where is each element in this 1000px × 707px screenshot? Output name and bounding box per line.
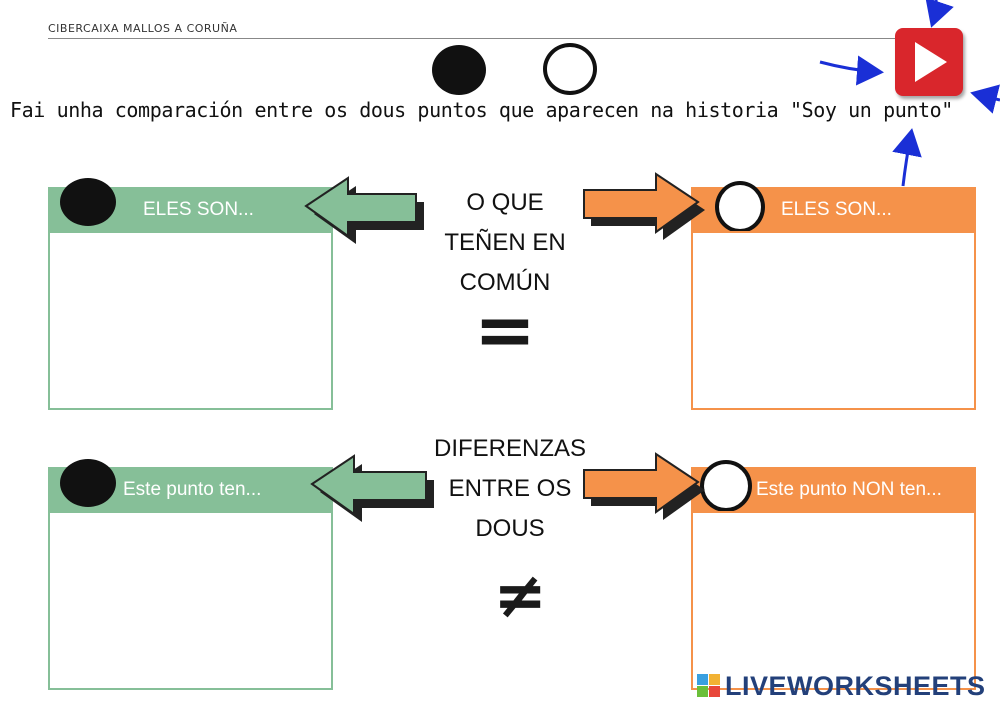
black-dot-icon [60, 459, 116, 507]
not-equal-symbol: ≠ [493, 559, 547, 633]
panel-bottom-right-box[interactable] [691, 511, 976, 690]
play-icon [915, 42, 947, 82]
black-dot-icon [432, 45, 486, 95]
video-play-button[interactable] [895, 28, 963, 96]
panel-top-left-box[interactable] [48, 231, 333, 410]
panel-top-right-box[interactable] [691, 231, 976, 410]
common-heading: O QUE TEÑEN EN COMÚN [444, 189, 566, 296]
instruction-text: Fai unha comparación entre os dous punto… [10, 98, 953, 122]
panel-bottom-left-label: Este punto ten... [123, 479, 262, 500]
panel-top-right-label: ELES SON... [781, 199, 892, 220]
white-dot-icon [543, 43, 597, 95]
differences-heading: DIFERENZAS ENTRE OS DOUS [433, 435, 586, 542]
black-dot-icon [60, 178, 116, 226]
logo-text: LIVEWORKSHEETS [725, 671, 986, 701]
white-dot-icon [700, 460, 752, 512]
green-arrow-left-icon [310, 454, 434, 522]
equals-symbol: = [473, 287, 536, 373]
header-title: CIBERCAIXA MALLOS A CORUÑA [48, 22, 238, 35]
header-divider [48, 38, 908, 39]
orange-arrow-right-icon [583, 452, 705, 520]
green-arrow-left-icon [304, 176, 424, 244]
panel-top-left-label: ELES SON... [143, 199, 254, 220]
panel-bottom-right-label: Este punto NON ten... [756, 479, 942, 500]
orange-arrow-right-icon [583, 172, 705, 240]
logo-blocks-icon [697, 674, 721, 698]
panel-bottom-left-box[interactable] [48, 511, 333, 690]
